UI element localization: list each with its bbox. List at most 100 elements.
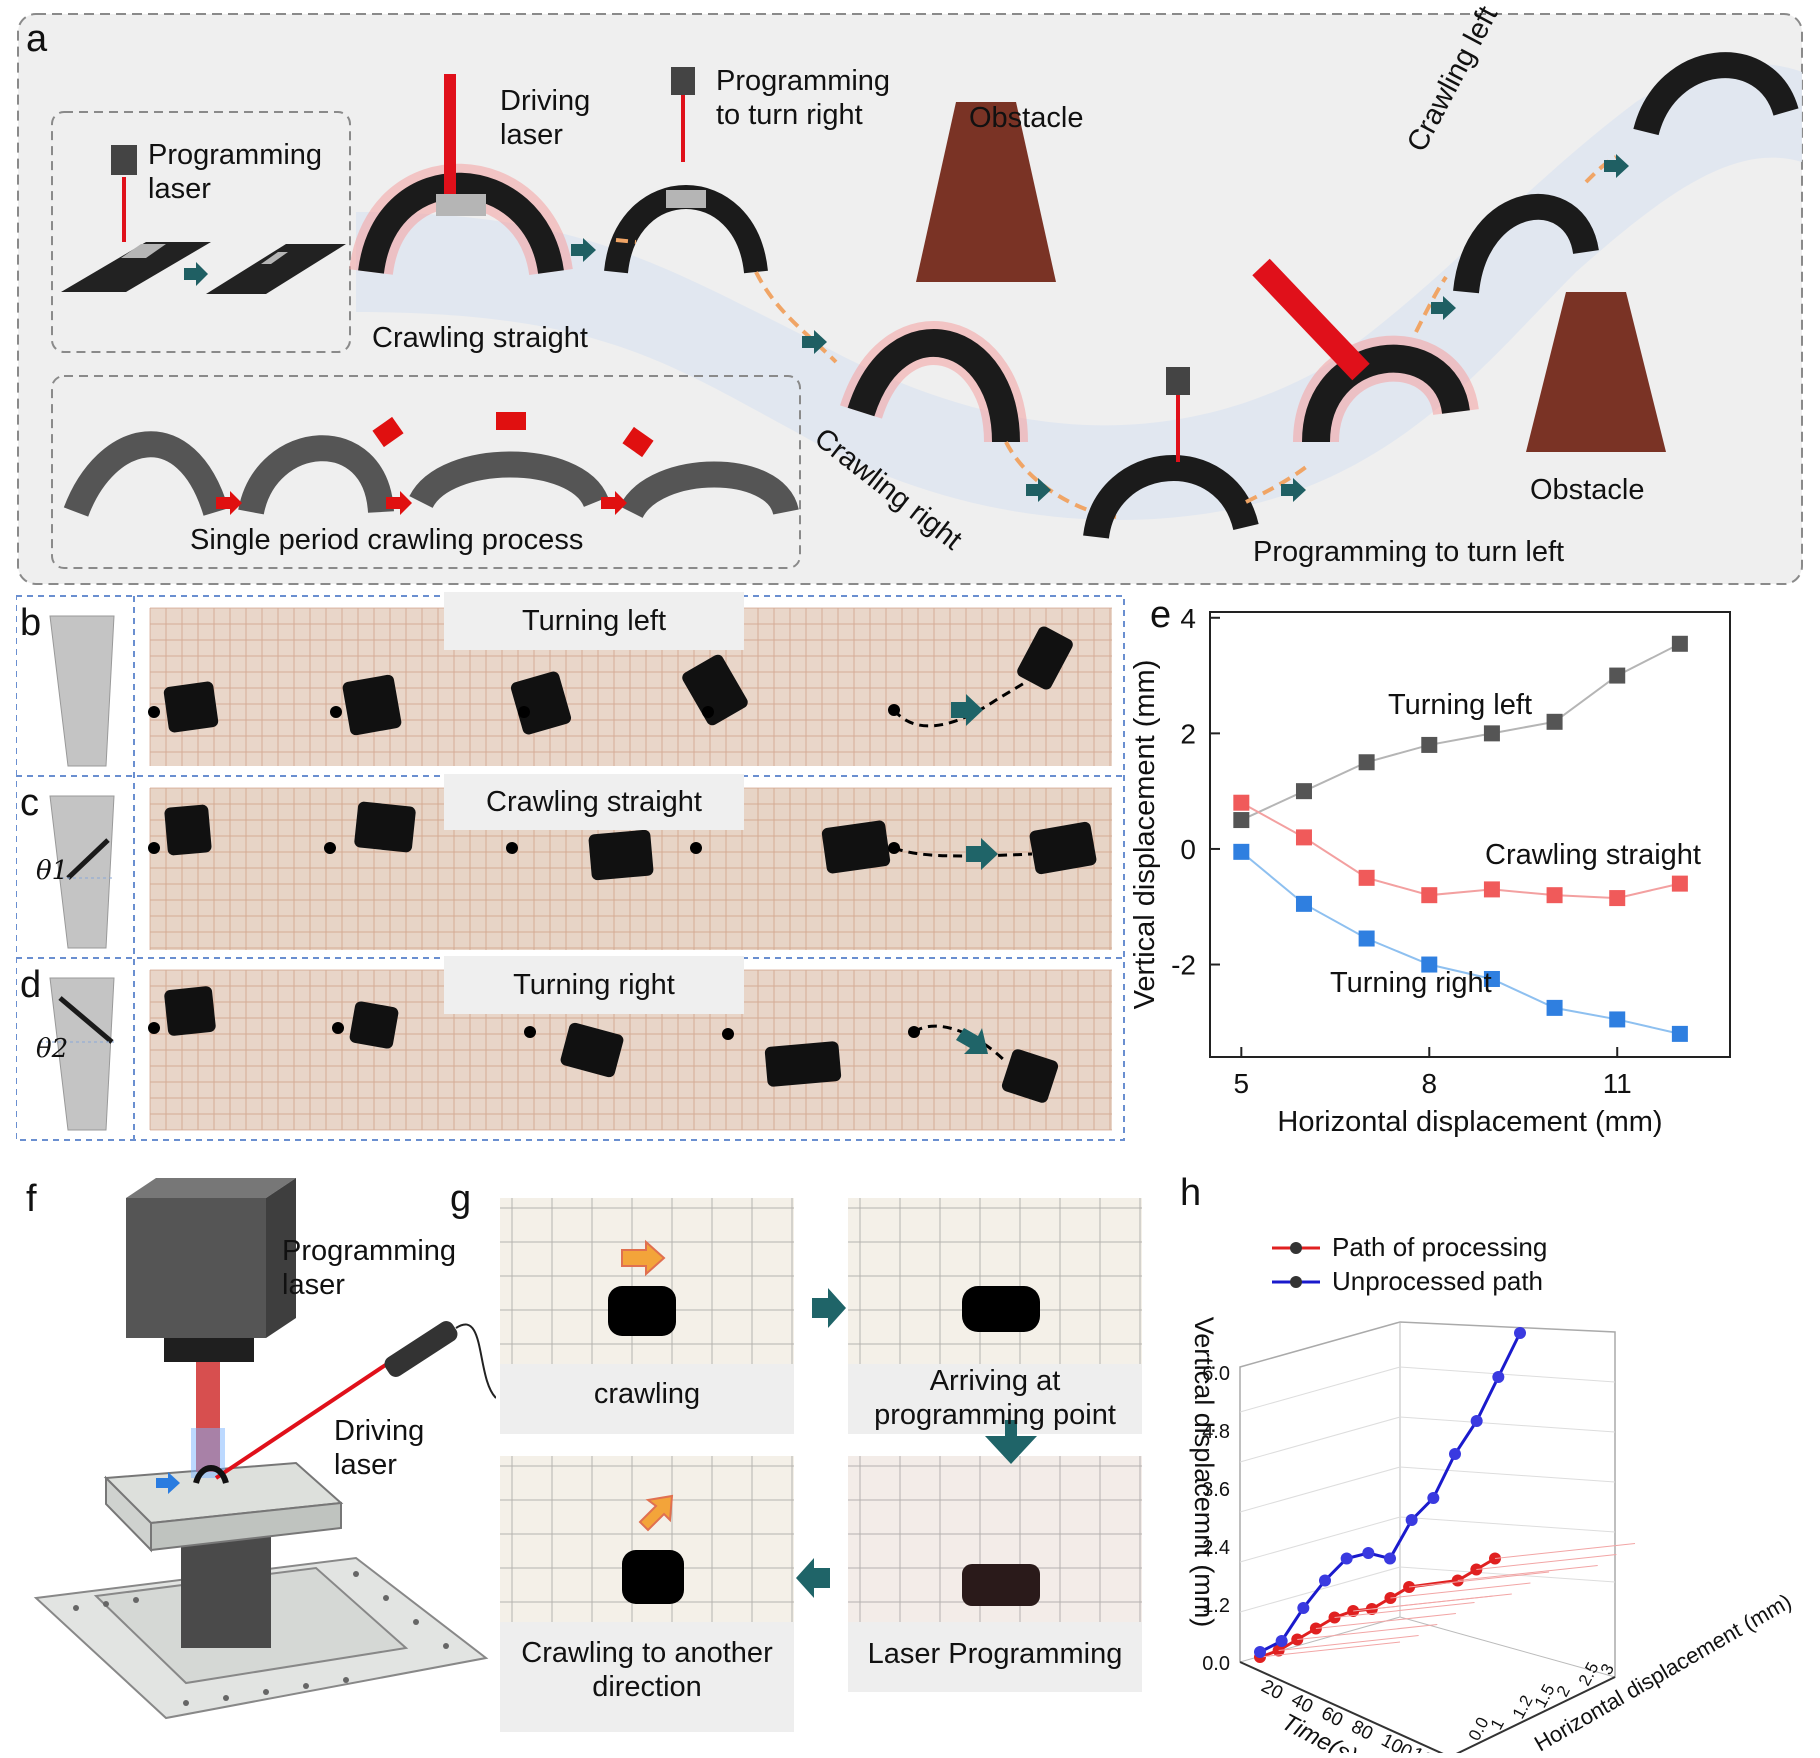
gridline: [1399, 1416, 1616, 1433]
gridline: [1399, 1566, 1616, 1583]
panels-bcd-graphics: [15, 595, 1125, 1141]
data-point: [1483, 970, 1500, 987]
z-tick-label: 2.4: [1202, 1537, 1230, 1559]
unprocessed-point: [1275, 1635, 1288, 1647]
panel-label-g: g: [450, 1178, 472, 1220]
data-point: [1358, 754, 1375, 771]
legend-label: Unprocessed path: [1332, 1266, 1543, 1296]
y-tick-label: 4: [1180, 603, 1196, 634]
data-point: [1671, 875, 1688, 892]
projection-line: [1334, 1602, 1475, 1618]
y-axis-label: Vertical displacement (mm): [1130, 660, 1161, 1010]
data-point: [1358, 930, 1375, 947]
panel-label-a: a: [26, 18, 48, 60]
data-point: [1295, 895, 1312, 912]
unprocessed-point: [1449, 1448, 1461, 1460]
step-crawling: crawling: [593, 1378, 701, 1410]
data-point: [1546, 887, 1563, 904]
processing-point: [1309, 1622, 1322, 1635]
gridline: [1399, 1366, 1616, 1383]
gridline: [1239, 1366, 1401, 1413]
unprocessed-point: [1405, 1514, 1418, 1526]
projection-line: [1390, 1582, 1531, 1599]
data-point: [1421, 736, 1438, 753]
data-point: [1421, 956, 1438, 973]
label-f-driving-laser: Driving laser: [334, 1415, 425, 1482]
z-tick-label: 0.0: [1202, 1653, 1230, 1675]
plot-frame: [1209, 611, 1731, 1058]
unprocessed-point: [1514, 1327, 1526, 1339]
y-tick-label: 2: [1180, 718, 1196, 749]
axis-box-edge: [1399, 1616, 1616, 1678]
z-tick-label: 6.0: [1202, 1363, 1230, 1385]
horizontal-axis-label: Horizontal displacement (mm): [1530, 1589, 1796, 1753]
series-line: [1240, 642, 1681, 821]
data-point: [1546, 999, 1563, 1016]
projection-line: [1457, 1565, 1598, 1581]
label-obstacle-top: Obstacle: [969, 102, 1084, 134]
projection-line: [1278, 1635, 1419, 1651]
label-obstacle-bottom: Obstacle: [1530, 474, 1645, 506]
unprocessed-point: [1362, 1547, 1375, 1559]
horizontal-tick-label: 2: [1553, 1683, 1574, 1700]
panel-g: g crawling Arriving at programming point…: [450, 1178, 1160, 1743]
gridline: [1239, 1466, 1401, 1513]
process-steps-graphics: [500, 1198, 1142, 1732]
legend-marker: [1290, 1276, 1302, 1288]
caption-crawling-straight: Crawling straight: [444, 774, 744, 830]
z-tick-label: 4.8: [1202, 1421, 1230, 1443]
panels-bcd: b c d θ1 θ2 Turning left Crawling straig…: [15, 592, 1126, 1142]
z-tick-label: 3.6: [1202, 1479, 1230, 1501]
series-label: Crawling straight: [1485, 839, 1701, 871]
data-point: [1421, 887, 1438, 904]
theta1-label: θ1: [36, 856, 69, 886]
gridline: [1239, 1416, 1401, 1463]
data-point: [1295, 829, 1312, 846]
label-programming-laser: Programming laser: [148, 139, 323, 206]
data-point: [1358, 869, 1375, 886]
data-point: [1483, 881, 1500, 898]
gridline: [1239, 1566, 1401, 1613]
panel-a: a Programming laser Driving laser Progra…: [16, 1, 1804, 586]
data-point: [1546, 713, 1563, 730]
gridline: [1239, 1516, 1401, 1563]
y-tick-label: 0: [1180, 834, 1196, 865]
projection-line: [1476, 1554, 1617, 1570]
series-label: Turning left: [1388, 689, 1532, 721]
unprocessed-point: [1297, 1602, 1310, 1614]
step-crawling-another-direction: Crawling to another direction: [521, 1637, 773, 1704]
theta2-label: θ2: [36, 1034, 69, 1064]
step-arriving: Arriving at programming point: [874, 1365, 1116, 1432]
data-point: [1295, 783, 1312, 800]
label-programming-turn-right: Programming to turn right: [716, 65, 891, 132]
data-point: [1233, 794, 1250, 811]
x-tick-label: 8: [1421, 1068, 1437, 1099]
unprocessed-point: [1254, 1646, 1266, 1658]
panel-a-frame: [17, 13, 1803, 585]
processing-point: [1328, 1611, 1341, 1624]
panel-label-f: f: [26, 1178, 37, 1220]
panel-label-c: c: [20, 782, 39, 824]
x-tick-label: 5: [1234, 1068, 1250, 1099]
projection-line: [1371, 1593, 1512, 1610]
caption-turning-right: Turning right: [444, 956, 744, 1014]
projection-line: [1409, 1571, 1550, 1588]
processing-point: [1291, 1633, 1304, 1646]
z-axis-label: Vertical displacemnt (mm): [1189, 1317, 1219, 1628]
panel-f: f Programming laser Driving laser: [16, 1178, 497, 1738]
unprocessed-point: [1427, 1492, 1440, 1504]
projection-line: [1259, 1641, 1401, 1658]
panel-label-d: d: [20, 964, 42, 1006]
x-axis-label: Horizontal displacement (mm): [1277, 1106, 1662, 1138]
panel-label-h: h: [1180, 1172, 1202, 1214]
gridline: [1399, 1516, 1616, 1533]
label-driving-laser: Driving laser: [500, 85, 591, 152]
horizontal-tick-label: 1: [1487, 1716, 1508, 1733]
time-axis: [1239, 1661, 1451, 1758]
unprocessed-point: [1340, 1552, 1353, 1565]
projection-line: [1494, 1543, 1636, 1559]
data-point: [1233, 843, 1250, 860]
horizontal-axis: [1449, 1676, 1616, 1758]
legend-label: Path of processing: [1332, 1232, 1547, 1262]
x-tick-label: 11: [1603, 1068, 1632, 1099]
